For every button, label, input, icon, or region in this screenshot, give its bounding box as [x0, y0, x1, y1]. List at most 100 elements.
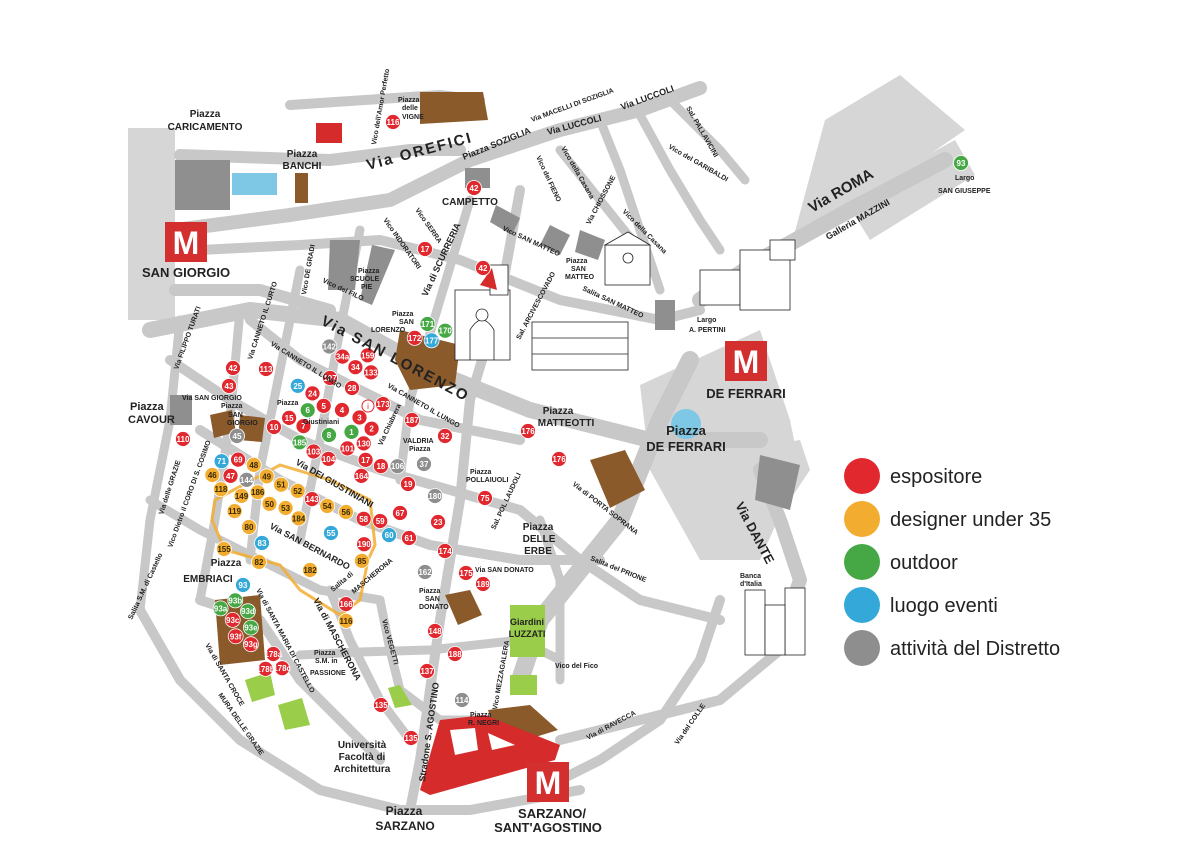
marker-espositore[interactable]: 143 [304, 491, 320, 508]
marker-espositore[interactable]: 164 [353, 467, 370, 484]
marker-attivita[interactable]: 142 [321, 338, 338, 355]
marker-outdoor[interactable]: 1 [343, 423, 360, 440]
marker-designer[interactable]: 118 [212, 481, 229, 498]
marker-attivita[interactable]: 45 [229, 428, 245, 444]
marker-espositore[interactable]: 103 [305, 443, 322, 460]
marker-designer[interactable]: 80 [241, 519, 257, 535]
marker-designer[interactable]: 186 [249, 484, 266, 501]
marker-espositore[interactable]: 135 [403, 730, 419, 746]
marker-designer[interactable]: 155 [216, 541, 232, 557]
marker-luogo_eventi[interactable]: 83 [254, 535, 270, 551]
marker-espositore[interactable]: 28 [344, 380, 360, 396]
marker-espositore[interactable]: 93f [227, 628, 244, 645]
marker-attivita[interactable]: 162 [417, 564, 433, 580]
marker-attivita[interactable]: 144 [238, 471, 255, 488]
marker-outdoor[interactable]: 171 [419, 316, 436, 332]
marker-espositore[interactable]: 67 [392, 505, 408, 521]
marker-espositore[interactable]: 59 [372, 513, 389, 529]
marker-espositore[interactable]: 34 [347, 359, 364, 376]
marker-espositore[interactable]: 47 [222, 467, 239, 484]
marker-designer[interactable]: 48 [245, 456, 262, 473]
marker-outdoor[interactable]: 93d [239, 603, 256, 620]
marker-designer[interactable]: 184 [290, 510, 307, 527]
marker-espositore[interactable]: 133 [363, 364, 380, 381]
marker-designer[interactable]: 149 [233, 487, 250, 504]
marker-espositore[interactable]: 116 [385, 114, 401, 130]
marker-luogo_eventi[interactable]: 25 [289, 377, 306, 394]
marker-espositore[interactable]: 113 [258, 361, 274, 377]
marker-luogo_eventi[interactable]: 93 [235, 577, 251, 593]
marker-espositore[interactable]: 166 [338, 596, 354, 612]
marker-espositore[interactable]: 32 [437, 428, 453, 444]
marker-luogo_eventi[interactable]: 55 [323, 525, 339, 541]
marker-espositore[interactable]: 5 [315, 397, 332, 414]
marker-designer[interactable]: 53 [277, 500, 294, 516]
marker-espositore[interactable]: 4 [334, 402, 350, 418]
marker-espositore[interactable]: 42 [225, 360, 241, 376]
marker-espositore[interactable]: 17 [417, 241, 433, 257]
marker-outdoor[interactable]: 170 [437, 322, 454, 339]
marker-espositore[interactable]: 178b [256, 661, 275, 677]
marker-designer[interactable]: 85 [353, 552, 370, 569]
marker-outdoor[interactable]: 6 [299, 402, 316, 419]
marker-espositore[interactable]: 42 [466, 180, 482, 196]
marker-espositore[interactable]: 10 [266, 419, 282, 435]
marker-espositore[interactable]: 187 [404, 412, 420, 428]
marker-designer[interactable]: 82 [251, 554, 267, 570]
marker-espositore[interactable]: 17 [357, 451, 374, 468]
marker-espositore[interactable]: 58 [355, 510, 372, 527]
marker-espositore[interactable]: 110 [175, 431, 191, 447]
marker-espositore[interactable]: 69 [230, 451, 247, 468]
marker-espositore[interactable]: 93g [242, 636, 259, 653]
marker-attivita[interactable]: 37 [416, 456, 432, 472]
marker-designer[interactable]: 56 [338, 504, 354, 520]
marker-espositore[interactable]: 190 [356, 536, 373, 553]
marker-designer[interactable]: 182 [302, 562, 318, 578]
marker-espositore[interactable]: 2 [363, 420, 380, 437]
marker-espositore[interactable]: 159 [359, 347, 376, 364]
marker-attivita[interactable]: 180 [427, 488, 443, 504]
marker-outdoor[interactable]: 93 [953, 155, 969, 171]
metro-sarzano[interactable]: M SARZANO/ SANT'AGOSTINO [494, 762, 602, 835]
marker-espositore[interactable]: 178c [273, 660, 292, 677]
marker-espositore[interactable]: 107 [322, 370, 338, 386]
marker-espositore[interactable]: 75 [477, 490, 493, 506]
marker-designer[interactable]: 119 [226, 503, 243, 520]
marker-espositore[interactable]: 7 [295, 418, 312, 435]
marker-espositore[interactable]: 104 [320, 450, 337, 467]
marker-designer[interactable]: 46 [204, 467, 221, 483]
marker-espositore[interactable]: 42 [475, 260, 491, 276]
marker-espositore[interactable]: 188 [447, 646, 463, 662]
marker-espositore[interactable]: 43 [221, 378, 237, 394]
marker-espositore[interactable]: 130 [355, 435, 372, 452]
marker-designer[interactable]: 52 [289, 482, 306, 499]
marker-designer[interactable]: 50 [261, 495, 278, 512]
marker-espositore[interactable]: 19 [400, 476, 416, 492]
marker-espositore[interactable]: 172 [406, 329, 423, 346]
marker-attivita[interactable]: 114 [454, 692, 470, 708]
marker-espositore[interactable]: 24 [304, 385, 321, 402]
marker-espositore[interactable]: 23 [430, 514, 446, 530]
marker-espositore[interactable]: 61 [401, 530, 417, 546]
marker-espositore[interactable]: 3 [351, 409, 368, 426]
marker-espositore[interactable]: 137 [419, 663, 435, 679]
marker-espositore[interactable]: 15 [281, 409, 298, 426]
marker-espositore[interactable]: 178a [264, 646, 283, 662]
marker-espositore[interactable]: 173 [375, 396, 391, 412]
marker-attivita[interactable]: 106 [389, 458, 406, 475]
marker-espositore[interactable]: 101 [339, 440, 356, 457]
marker-designer[interactable]: 54 [319, 498, 336, 514]
marker-outdoor[interactable]: 93a [212, 600, 229, 617]
marker-espositore[interactable]: 18 [372, 458, 389, 475]
marker-luogo_eventi[interactable]: 71 [213, 453, 230, 470]
marker-espositore[interactable]: 135 [373, 697, 389, 713]
info-point[interactable]: i [361, 399, 375, 413]
marker-espositore[interactable]: 176 [551, 451, 567, 467]
marker-outdoor[interactable]: 8 [321, 427, 337, 443]
metro-de-ferrari[interactable]: M DE FERRARI [706, 341, 786, 401]
marker-espositore[interactable]: 34a [334, 348, 351, 365]
marker-outdoor[interactable]: 185 [291, 434, 308, 451]
marker-espositore[interactable]: 175 [458, 565, 474, 581]
marker-designer[interactable]: 49 [258, 468, 275, 485]
